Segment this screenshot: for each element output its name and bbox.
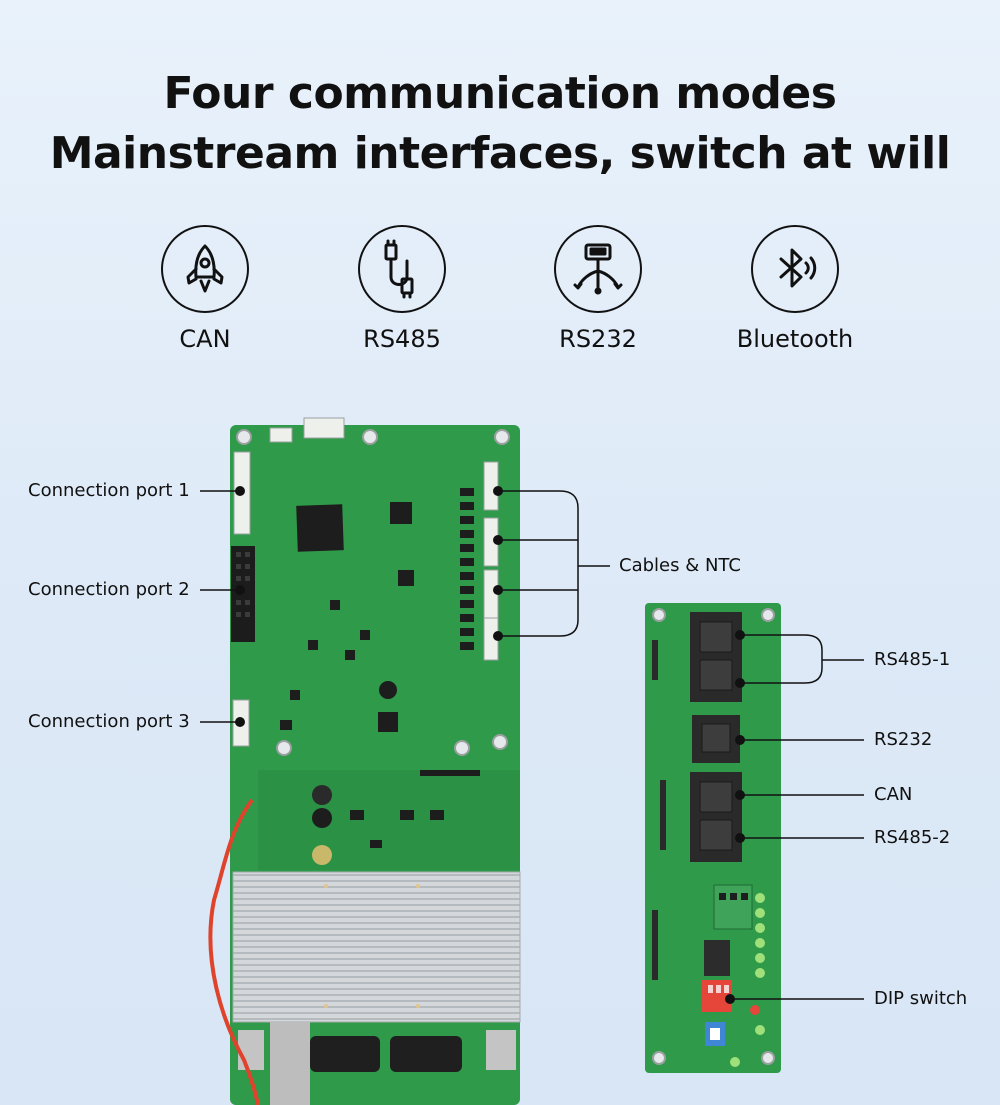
bluetooth-icon [751,225,839,313]
mode-label: RS485 [363,325,441,353]
label-rs485-1: RS485-1 [874,649,951,670]
mode-rs485: RS485 [327,225,477,353]
label-can: CAN [874,784,913,805]
mode-bluetooth: Bluetooth [720,225,870,353]
serial-network-icon [554,225,642,313]
label-connection-port-2: Connection port 2 [28,579,190,600]
label-dip-switch: DIP switch [874,988,968,1009]
communication-board [645,603,781,1073]
mode-label: Bluetooth [736,325,854,353]
label-connection-port-1: Connection port 1 [28,480,190,501]
mode-rs232: RS232 [523,225,673,353]
label-rs232: RS232 [874,729,933,750]
label-connection-port-3: Connection port 3 [28,711,190,732]
label-rs485-2: RS485-2 [874,827,951,848]
heading-line-1: Four communication modes [163,68,837,119]
callout-lines [200,490,864,1000]
rocket-icon [161,225,249,313]
cable-plug-icon [358,225,446,313]
mode-label: RS232 [559,325,637,353]
mode-can: CAN [130,225,280,353]
label-cables-ntc: Cables & NTC [619,555,741,576]
main-bms-board [208,417,521,1105]
heading-line-2: Mainstream interfaces, switch at will [49,128,951,179]
mode-label: CAN [179,325,231,353]
